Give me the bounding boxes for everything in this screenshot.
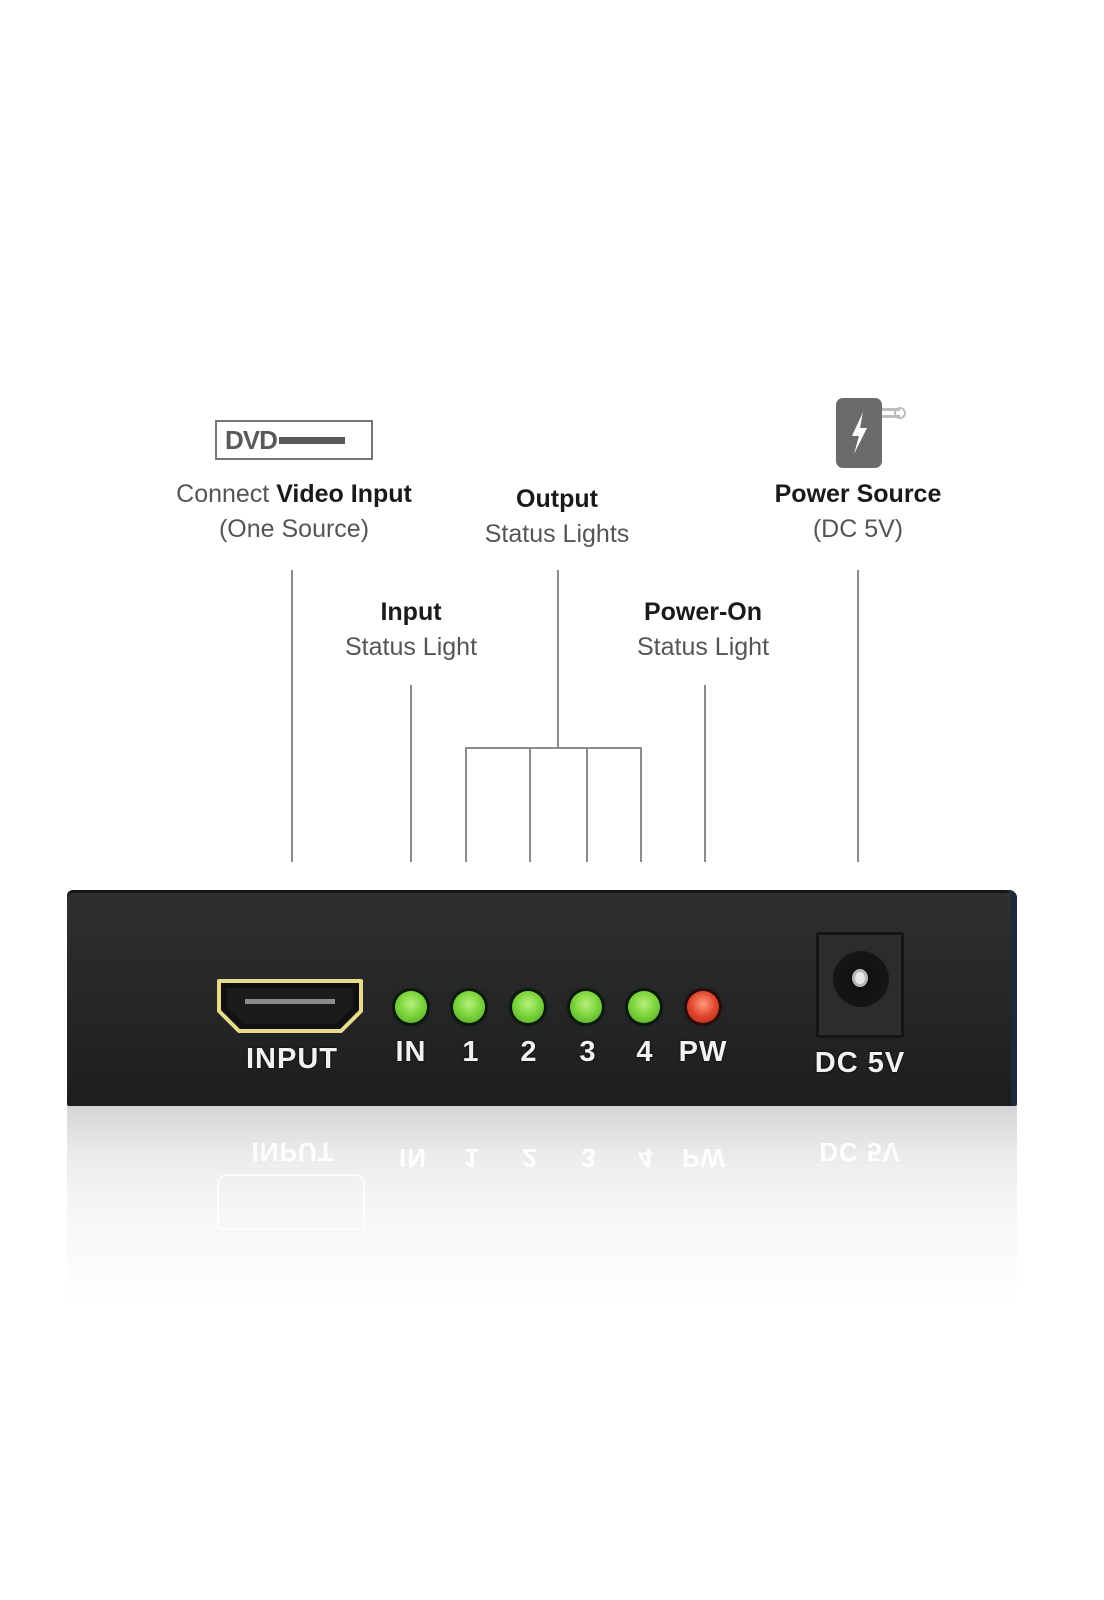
led-2-label: 2 xyxy=(520,1036,538,1068)
output-4-connector-line xyxy=(640,747,642,862)
led-output-2 xyxy=(512,991,544,1023)
led-output-4 xyxy=(628,991,660,1023)
reflection-2-text: 2 xyxy=(522,1143,538,1173)
reflection-in-text: IN xyxy=(399,1143,427,1173)
power-source-callout: Power Source (DC 5V) xyxy=(775,480,942,544)
output-lights-title: Output xyxy=(516,485,598,513)
output-1-connector-line xyxy=(465,747,467,862)
reflection-1-text: 1 xyxy=(464,1143,480,1173)
output-lights-subtitle: Status Lights xyxy=(484,520,630,548)
input-light-subtitle: Status Light xyxy=(344,633,478,661)
led-1-label: 1 xyxy=(462,1036,480,1068)
hdmi-input-label: INPUT xyxy=(246,1043,338,1075)
led-pw-label: PW xyxy=(678,1036,728,1068)
dvd-icon: DVD xyxy=(215,420,373,460)
led-power xyxy=(687,991,719,1023)
video-input-connector-line xyxy=(291,570,293,862)
device-reflection: INPUT IN 1 2 3 4 PW DC 5V xyxy=(67,1106,1017,1306)
led-4-label: 4 xyxy=(636,1036,654,1068)
input-light-title: Input xyxy=(380,598,442,626)
dc-5v-label: DC 5V xyxy=(814,1047,906,1079)
video-input-callout: Connect Video Input (One Source) xyxy=(176,480,412,544)
led-in xyxy=(395,991,427,1023)
dc-jack-socket xyxy=(833,951,889,1007)
dc-power-jack[interactable] xyxy=(816,932,904,1038)
led-in-label: IN xyxy=(395,1036,427,1068)
power-source-connector-line xyxy=(857,570,859,862)
output-lights-stem-line xyxy=(557,570,559,748)
power-source-title: Power Source xyxy=(774,480,942,508)
dvd-icon-bar xyxy=(278,436,345,444)
hdmi-splitter-device: INPUT IN 1 2 3 4 PW DC 5V xyxy=(67,890,1017,1106)
power-on-light-title: Power-On xyxy=(643,598,763,626)
led-3-label: 3 xyxy=(579,1036,597,1068)
reflection-4-text: 4 xyxy=(638,1143,654,1173)
power-on-light-callout: Power-On Status Light xyxy=(637,598,769,662)
dvd-icon-text: DVD xyxy=(225,424,278,455)
power-source-subtitle: (DC 5V) xyxy=(812,515,904,543)
reflection-3-text: 3 xyxy=(581,1143,597,1173)
video-input-prefix: Connect xyxy=(176,480,277,508)
output-2-connector-line xyxy=(529,747,531,862)
video-input-title: Video Input xyxy=(276,480,412,508)
video-input-subtitle: (One Source) xyxy=(218,515,370,543)
reflection-hdmi-port xyxy=(217,1174,365,1230)
input-light-connector-line xyxy=(410,685,412,862)
output-3-connector-line xyxy=(586,747,588,862)
led-output-1 xyxy=(453,991,485,1023)
led-output-3 xyxy=(570,991,602,1023)
dc-jack-pin xyxy=(852,969,868,987)
output-lights-branch-line xyxy=(465,747,642,749)
hdmi-input-port[interactable] xyxy=(215,977,365,1035)
reflection-pw-text: PW xyxy=(682,1143,726,1173)
output-lights-callout: Output Status Lights xyxy=(485,485,630,549)
power-on-connector-line xyxy=(704,685,706,862)
power-adapter-icon xyxy=(836,398,906,468)
reflection-input-text: INPUT xyxy=(251,1137,335,1167)
power-on-light-subtitle: Status Light xyxy=(636,633,770,661)
input-light-callout: Input Status Light xyxy=(345,598,477,662)
reflection-dc-text: DC 5V xyxy=(819,1137,901,1167)
